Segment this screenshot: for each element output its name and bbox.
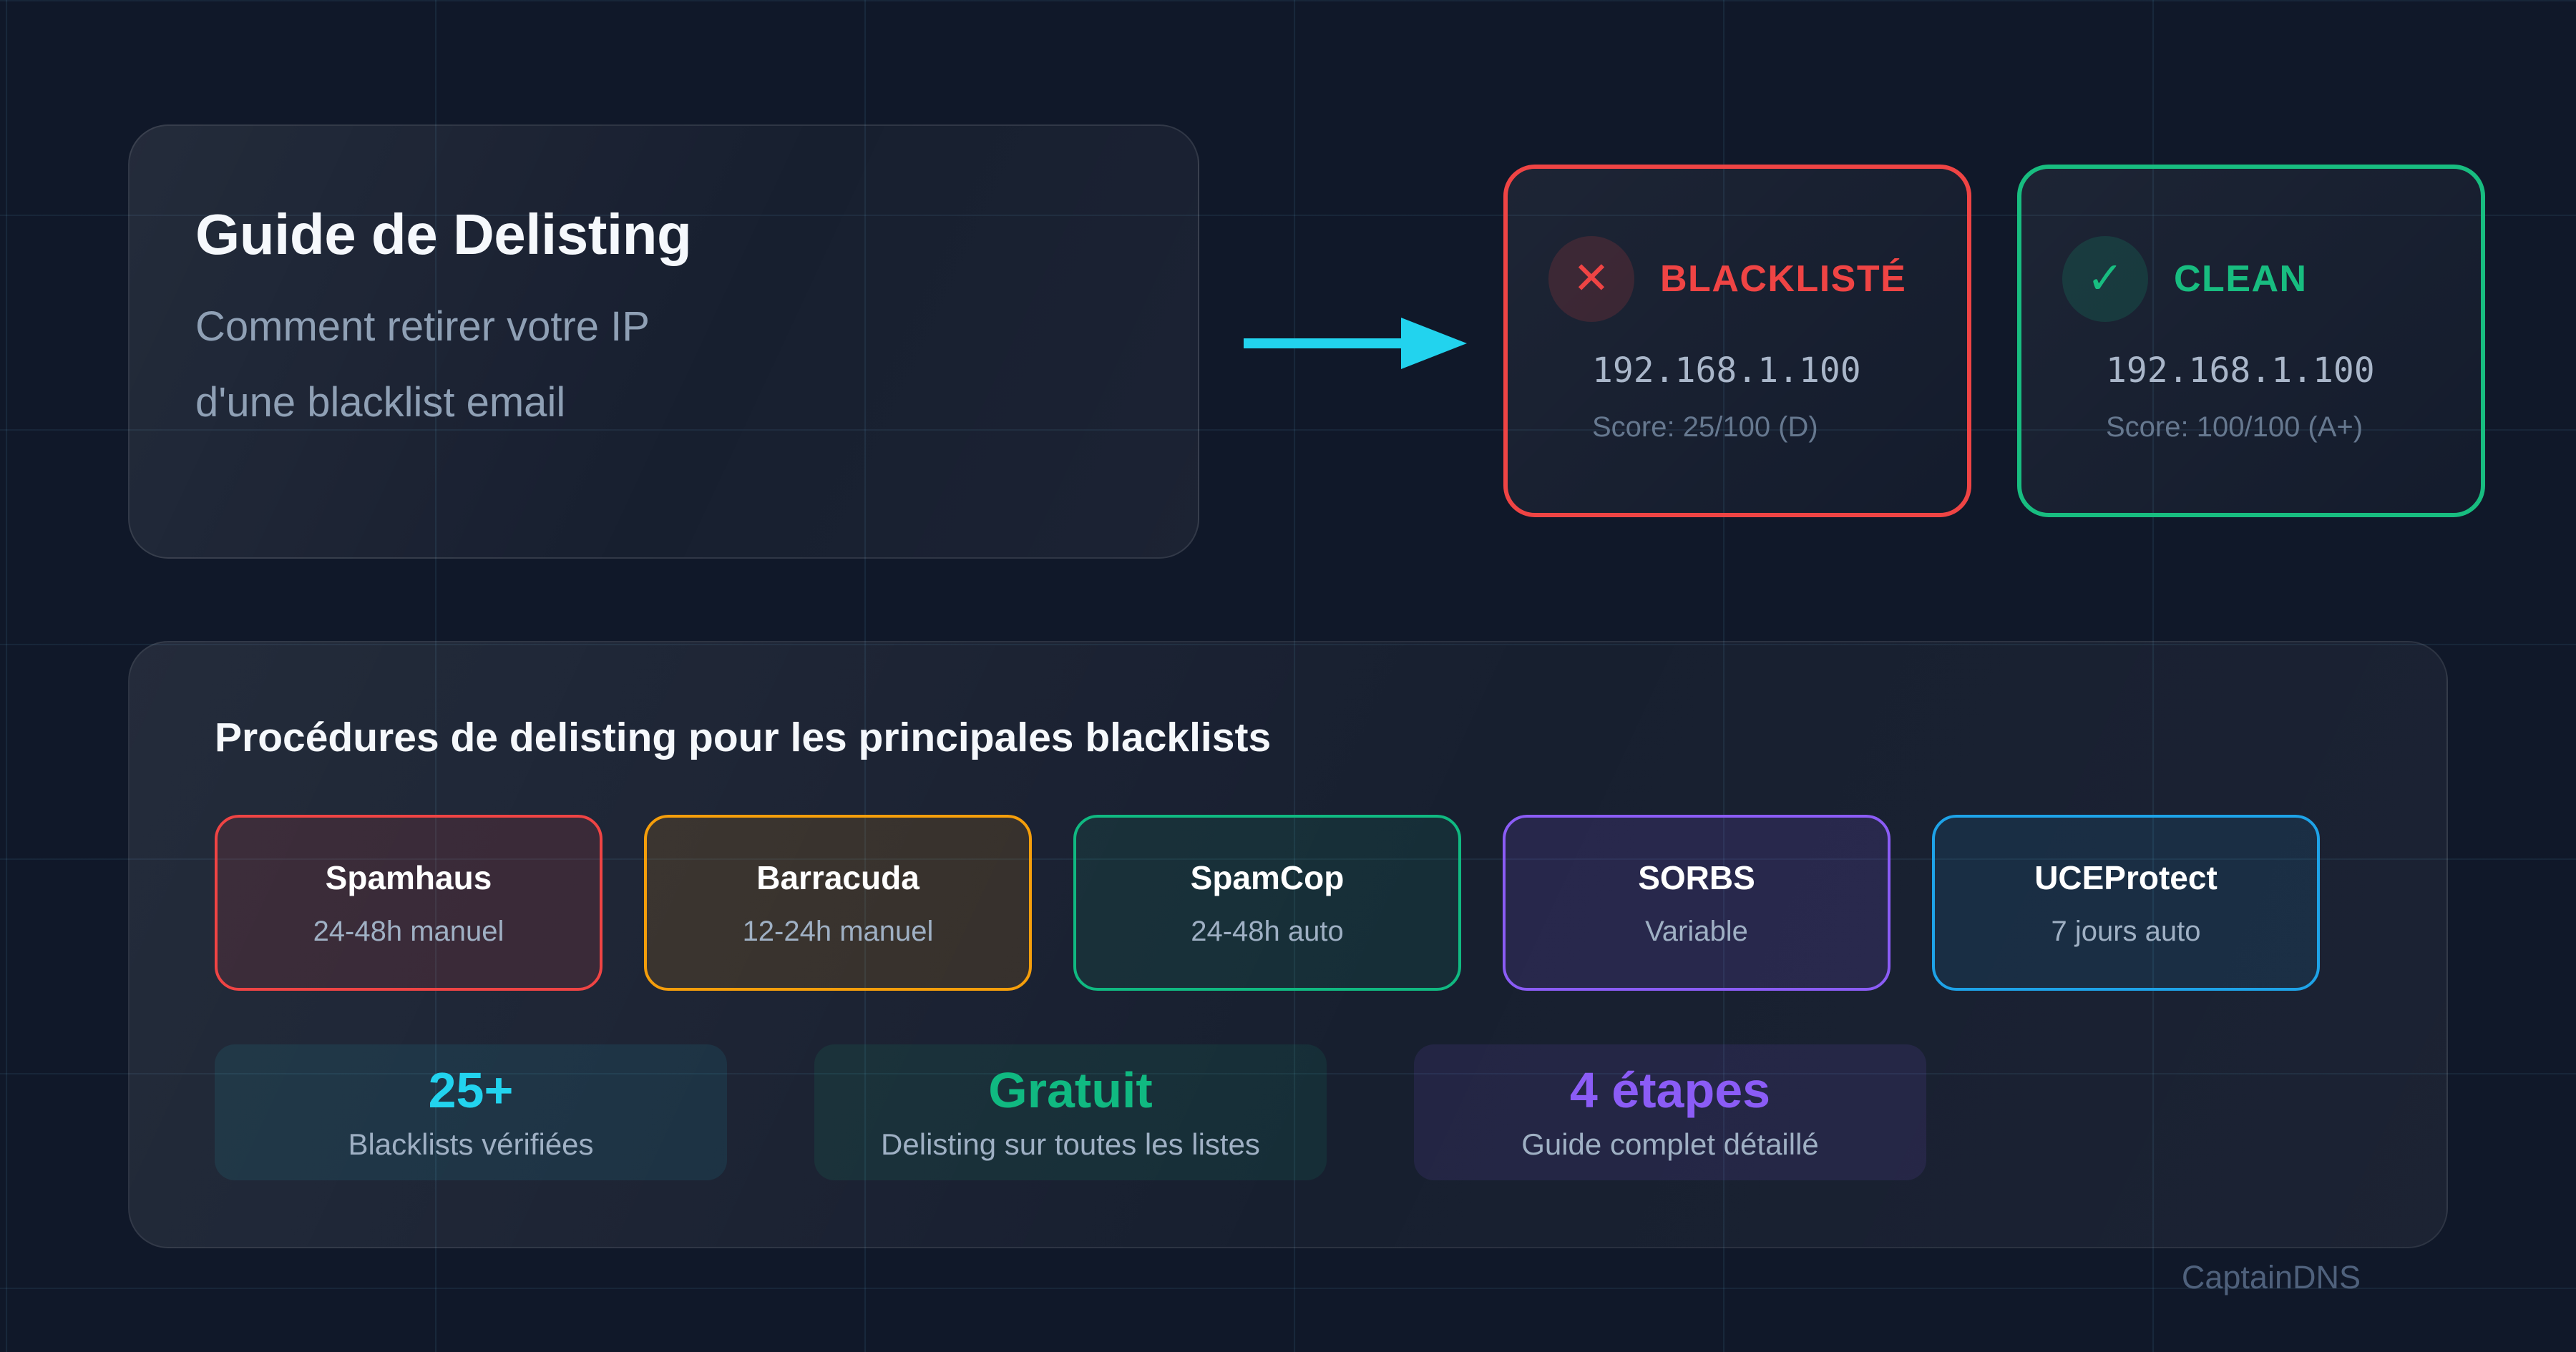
page-title: Guide de Delisting (195, 202, 692, 266)
page-subtitle: Comment retirer votre IP d'une blacklist… (195, 289, 650, 441)
blacklist-card-spamhaus: Spamhaus 24-48h manuel (215, 815, 602, 991)
blacklist-delay: Variable (1645, 915, 1748, 947)
stat-value: 4 étapes (1569, 1062, 1771, 1118)
score-text: Score: 100/100 (A+) (2106, 411, 2363, 443)
stat-value: 25+ (428, 1062, 514, 1118)
stat-label: Blacklists vérifiées (348, 1127, 594, 1161)
score-text: Score: 25/100 (D) (1592, 411, 1818, 443)
ip-address: 192.168.1.100 (2106, 351, 2375, 391)
brand-watermark: CaptainDNS (2181, 1259, 2361, 1295)
blacklist-name: SpamCop (1190, 858, 1345, 896)
hero-card: Guide de Delisting Comment retirer votre… (128, 124, 1199, 559)
blacklist-name: Barracuda (756, 858, 919, 896)
stat-label: Delisting sur toutes les listes (881, 1127, 1260, 1161)
blacklist-delay: 24-48h auto (1191, 915, 1344, 947)
subtitle-line-2: d'une blacklist email (195, 379, 566, 426)
check-icon: ✓ (2062, 236, 2148, 322)
blacklist-card-uceprotect: UCEProtect 7 jours auto (1932, 815, 2320, 991)
subtitle-line-1: Comment retirer votre IP (195, 303, 650, 350)
blacklist-card-sorbs: SORBS Variable (1503, 815, 1890, 991)
procedures-card: Procédures de delisting pour les princip… (128, 641, 2448, 1248)
blacklist-delay: 24-48h manuel (313, 915, 504, 947)
ip-address: 192.168.1.100 (1592, 351, 1861, 391)
x-icon: ✕ (1548, 236, 1634, 322)
status-card-blacklisted: ✕ BLACKLISTÉ 192.168.1.100 Score: 25/100… (1503, 165, 1971, 517)
stat-box-free: Gratuit Delisting sur toutes les listes (814, 1044, 1327, 1180)
stat-box-count: 25+ Blacklists vérifiées (215, 1044, 727, 1180)
stat-box-steps: 4 étapes Guide complet détaillé (1414, 1044, 1926, 1180)
blacklist-name: Spamhaus (325, 858, 492, 896)
blacklist-card-barracuda: Barracuda 12-24h manuel (644, 815, 1032, 991)
stat-value: Gratuit (988, 1062, 1153, 1118)
status-card-clean: ✓ CLEAN 192.168.1.100 Score: 100/100 (A+… (2017, 165, 2485, 517)
blacklist-name: UCEProtect (2034, 858, 2218, 896)
blacklist-name: SORBS (1638, 858, 1755, 896)
arrow-right-icon (1244, 318, 1467, 369)
blacklist-delay: 12-24h manuel (742, 915, 934, 947)
status-label: CLEAN (2174, 258, 2308, 300)
blacklist-delay: 7 jours auto (2051, 915, 2201, 947)
section-heading: Procédures de delisting pour les princip… (215, 715, 1272, 760)
stats-row: 25+ Blacklists vérifiées Gratuit Delisti… (215, 1044, 1926, 1180)
blacklist-cards-row: Spamhaus 24-48h manuel Barracuda 12-24h … (215, 815, 2320, 991)
status-label: BLACKLISTÉ (1660, 258, 1907, 300)
blacklist-card-spamcop: SpamCop 24-48h auto (1073, 815, 1461, 991)
stat-label: Guide complet détaillé (1521, 1127, 1819, 1161)
